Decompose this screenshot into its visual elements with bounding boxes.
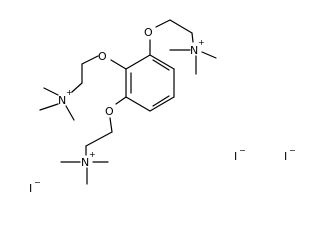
left-ether-chain — [71, 55, 127, 93]
nitrogen-left-charge: + — [66, 88, 73, 97]
nitrogen-atom-bottom: N — [81, 156, 89, 169]
left-ammonium-methyls — [39, 87, 75, 121]
molecule-diagram: O O O N + N + N + I − I − I − — [29, 19, 296, 195]
nitrogen-right-charge: + — [198, 38, 205, 47]
iodide-ion-2-charge: − — [239, 146, 246, 155]
oxygen-atom-top: O — [144, 26, 153, 39]
nitrogen-atom-right: N — [190, 44, 198, 57]
nitrogen-atom-left: N — [58, 94, 66, 107]
benzene-ring — [125, 54, 175, 112]
top-ether-chain — [149, 19, 194, 56]
iodide-ion-1-charge: − — [34, 178, 41, 187]
structure-canvas: O O O N + N + N + I − I − I − — [29, 19, 296, 195]
oxygen-atom-left: O — [98, 50, 107, 63]
nitrogen-bottom-charge: + — [89, 150, 96, 159]
iodide-ion-3-charge: − — [289, 146, 296, 155]
oxygen-atom-bottom: O — [105, 105, 114, 118]
bottom-ammonium-methyls — [60, 161, 109, 185]
bottom-ether-chain — [85, 96, 127, 156]
right-ammonium-methyls — [169, 49, 217, 75]
iodide-ion-3: I — [284, 150, 287, 163]
iodide-ion-2: I — [234, 150, 237, 163]
iodide-ion-1: I — [29, 182, 32, 195]
